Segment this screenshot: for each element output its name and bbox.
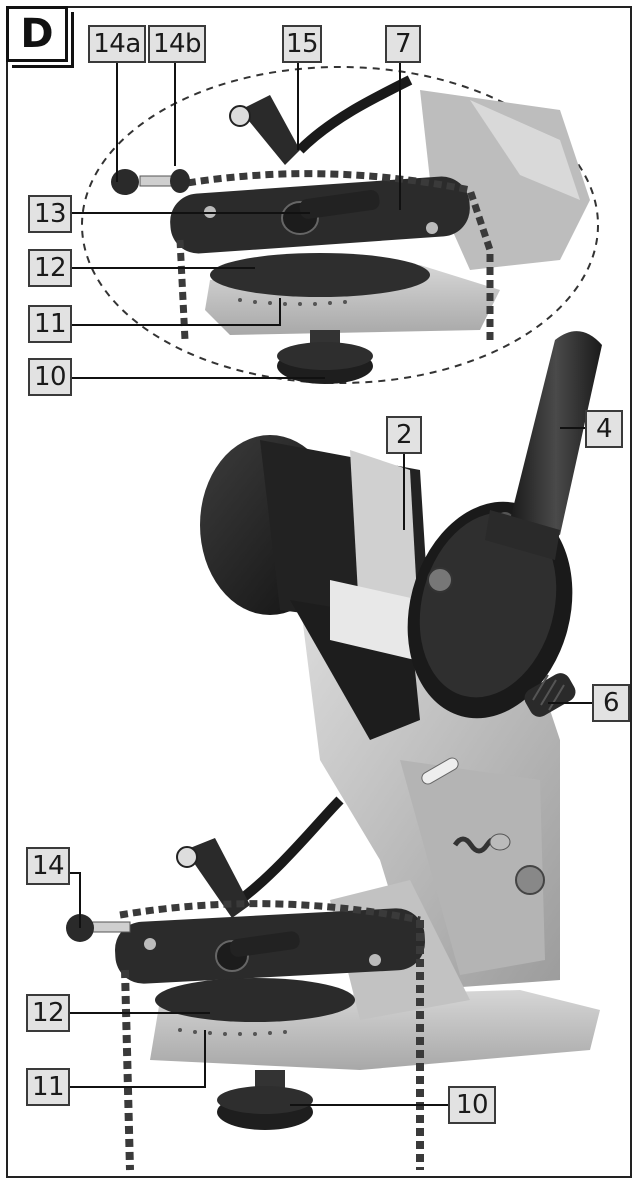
callout-14b: 14b [148, 25, 206, 63]
callout-15: 15 [282, 25, 322, 63]
callout-7: 7 [385, 25, 421, 63]
figure-frame [6, 6, 632, 1178]
panel-letter-shadow [12, 12, 74, 68]
callout-14: 14 [26, 847, 70, 885]
callout-6: 6 [592, 684, 630, 722]
callout-10-top: 10 [28, 358, 72, 396]
callout-2: 2 [386, 416, 422, 454]
callout-10-bottom: 10 [448, 1086, 496, 1124]
leader-lines [70, 63, 592, 1106]
callout-12-bottom: 12 [26, 994, 70, 1032]
callout-11-top: 11 [28, 305, 72, 343]
callout-13: 13 [28, 195, 72, 233]
main-unit [66, 331, 602, 1171]
panel-letter: D [6, 6, 68, 62]
detail-inset [81, 66, 599, 384]
callout-11-bottom: 11 [26, 1068, 70, 1106]
callout-12-top: 12 [28, 249, 72, 287]
callout-4: 4 [585, 410, 623, 448]
callout-14a: 14a [88, 25, 146, 63]
